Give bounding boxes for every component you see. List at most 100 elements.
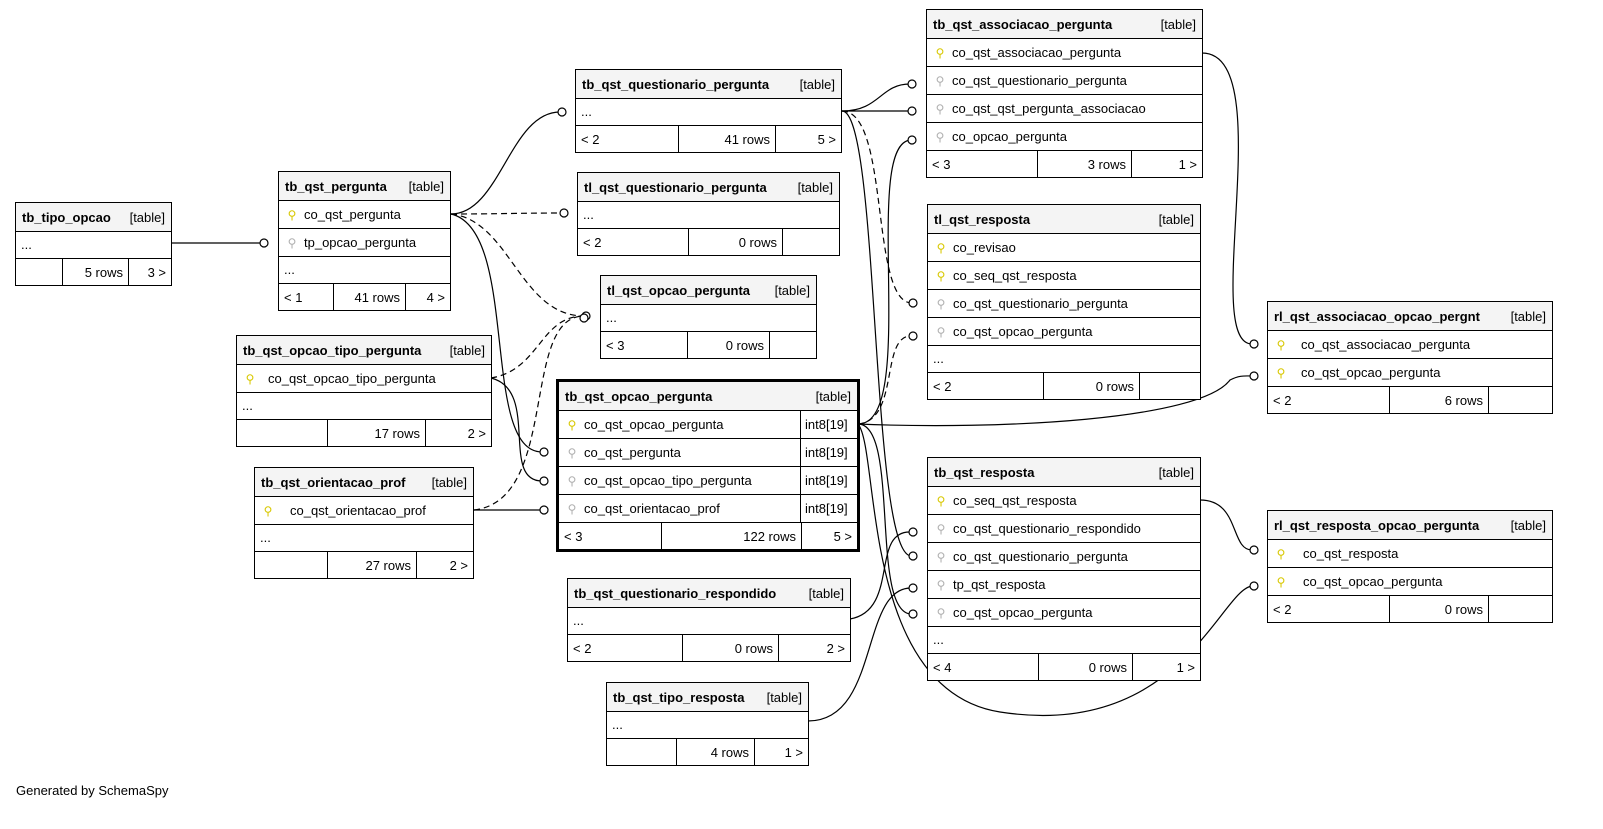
table-rl-qst-resposta-opcao-pergunta[interactable]: rl_qst_resposta_opcao_pergunta[table] ⚲c… xyxy=(1267,510,1553,623)
foreign-key-icon: ⚲ xyxy=(935,73,945,88)
column-name: co_qst_opcao_pergunta xyxy=(1303,574,1443,589)
column-row: ⚲co_qst_questionario_respondido xyxy=(928,515,1200,543)
table-type: [table] xyxy=(1510,308,1546,324)
crowfoot-marker xyxy=(907,79,917,89)
rel-line xyxy=(1201,52,1253,345)
table-name: tb_qst_opcao_tipo_pergunta xyxy=(243,342,422,358)
row-count: 0 rows xyxy=(1039,654,1133,680)
row-count: 0 rows xyxy=(683,635,779,661)
table-tb-qst-opcao-tipo-pergunta[interactable]: tb_qst_opcao_tipo_pergunta[table] ⚲co_qs… xyxy=(236,335,492,447)
rel-line xyxy=(849,531,912,620)
table-tb-qst-questionario-pergunta[interactable]: tb_qst_questionario_pergunta[table] ... … xyxy=(575,69,842,153)
column-row: ⚲co_qst_qst_pergunta_associacao xyxy=(927,95,1202,123)
more-columns: ... xyxy=(255,525,473,552)
column-row: ⚲co_qst_orientacao_prof xyxy=(255,497,473,525)
column-row: ⚲tp_opcao_pergunta xyxy=(279,229,450,257)
table-tb-qst-orientacao-prof[interactable]: tb_qst_orientacao_prof[table] ⚲co_qst_or… xyxy=(254,467,474,579)
parents-count: < 3 xyxy=(559,523,662,549)
table-tb-qst-questionario-respondido[interactable]: tb_qst_questionario_respondido[table] ..… xyxy=(567,578,851,662)
primary-key-icon: ⚲ xyxy=(1276,365,1286,380)
row-count: 41 rows xyxy=(679,126,776,152)
column-row: ⚲ co_qst_resposta xyxy=(1268,540,1552,568)
parents-count: < 1 xyxy=(279,284,334,310)
rel-line xyxy=(841,110,912,557)
parents-count: < 4 xyxy=(928,654,1039,680)
row-count: 6 rows xyxy=(1390,387,1489,413)
row-count: 0 rows xyxy=(688,332,770,358)
crowfoot-marker xyxy=(1249,371,1259,381)
rel-line xyxy=(450,212,563,215)
column-name: co_qst_questionario_pergunta xyxy=(953,296,1128,311)
more-columns: ... xyxy=(279,257,450,284)
table-tb-qst-opcao-pergunta[interactable]: tb_qst_opcao_pergunta[table] ⚲co_qst_opc… xyxy=(556,379,860,552)
foreign-key-icon: ⚲ xyxy=(567,445,577,460)
more-columns: ... xyxy=(578,202,839,229)
column-name: co_qst_resposta xyxy=(1303,546,1399,561)
children-count: 1 > xyxy=(1178,156,1197,172)
children-count: 1 > xyxy=(784,744,803,760)
crowfoot-marker xyxy=(908,331,918,341)
table-tb-qst-associacao-pergunta[interactable]: tb_qst_associacao_pergunta[table] ⚲co_qs… xyxy=(926,9,1203,178)
row-count: 27 rows xyxy=(328,552,417,578)
crowfoot-marker xyxy=(1249,581,1259,591)
column-name: co_qst_questionario_pergunta xyxy=(953,549,1128,564)
column-name: co_revisao xyxy=(953,240,1016,255)
table-type: [table] xyxy=(774,282,810,298)
primary-key-icon: ⚲ xyxy=(1276,337,1286,352)
table-tl-qst-questionario-pergunta[interactable]: tl_qst_questionario_pergunta[table] ... … xyxy=(577,172,840,256)
row-count: 122 rows xyxy=(662,523,802,549)
more-columns: ... xyxy=(928,627,1200,654)
row-count: 41 rows xyxy=(334,284,406,310)
crowfoot-marker xyxy=(908,583,918,593)
table-name: tl_qst_resposta xyxy=(934,211,1031,227)
table-name: tb_qst_tipo_resposta xyxy=(613,689,745,705)
table-rl-qst-associacao-opcao-pergnt[interactable]: rl_qst_associacao_opcao_pergnt[table] ⚲c… xyxy=(1267,301,1553,414)
more-columns: ... xyxy=(568,608,850,635)
column-name: co_qst_opcao_pergunta xyxy=(584,417,724,432)
row-count: 4 rows xyxy=(677,739,755,765)
crowfoot-marker xyxy=(907,106,917,116)
table-tb-qst-resposta[interactable]: tb_qst_resposta[table] ⚲co_seq_qst_respo… xyxy=(927,457,1201,681)
column-type: int8[19] xyxy=(800,439,857,466)
table-type: [table] xyxy=(431,474,467,490)
primary-key-icon: ⚲ xyxy=(1276,546,1286,561)
column-row: ⚲co_qst_associacao_pergunta xyxy=(927,39,1202,67)
table-tb-qst-pergunta[interactable]: tb_qst_pergunta[table] ⚲co_qst_pergunta … xyxy=(278,171,451,311)
parents-count: < 3 xyxy=(601,332,688,358)
more-columns: ... xyxy=(601,305,816,332)
rel-line xyxy=(450,111,561,215)
table-type: [table] xyxy=(1510,517,1546,533)
rel-line xyxy=(807,587,912,722)
parents-count xyxy=(255,552,328,578)
table-name: tl_qst_opcao_pergunta xyxy=(607,282,751,298)
rel-line xyxy=(473,315,585,511)
more-columns: ... xyxy=(607,712,808,739)
parents-count: < 2 xyxy=(568,635,683,661)
table-tb-qst-tipo-resposta[interactable]: tb_qst_tipo_resposta [table] ... 4 rows 1 … xyxy=(606,682,809,766)
parents-count: < 2 xyxy=(576,126,679,152)
rel-line xyxy=(857,139,912,425)
table-name: tb_qst_pergunta xyxy=(285,178,387,194)
rel-line xyxy=(841,110,912,304)
table-name: tb_qst_opcao_pergunta xyxy=(565,388,713,404)
column-name: co_qst_pergunta xyxy=(584,445,681,460)
table-type: [table] xyxy=(766,689,802,705)
column-type: int8[19] xyxy=(800,495,857,522)
foreign-key-icon: ⚲ xyxy=(936,549,946,564)
table-type: [table] xyxy=(408,178,444,194)
column-row: ⚲co_opcao_pergunta xyxy=(927,123,1202,151)
table-name: tb_qst_associacao_pergunta xyxy=(933,16,1113,32)
crowfoot-marker xyxy=(559,208,569,218)
children-count: 3 > xyxy=(147,264,166,280)
row-count: 5 rows xyxy=(63,259,129,285)
foreign-key-icon: ⚲ xyxy=(936,296,946,311)
children-count: 4 > xyxy=(426,289,445,305)
primary-key-icon: ⚲ xyxy=(245,371,255,386)
table-name: tb_qst_questionario_pergunta xyxy=(582,76,770,92)
children-count: 2 > xyxy=(449,557,468,573)
table-tl-qst-resposta[interactable]: tl_qst_resposta[table] ⚲co_revisao ⚲co_s… xyxy=(927,204,1201,400)
